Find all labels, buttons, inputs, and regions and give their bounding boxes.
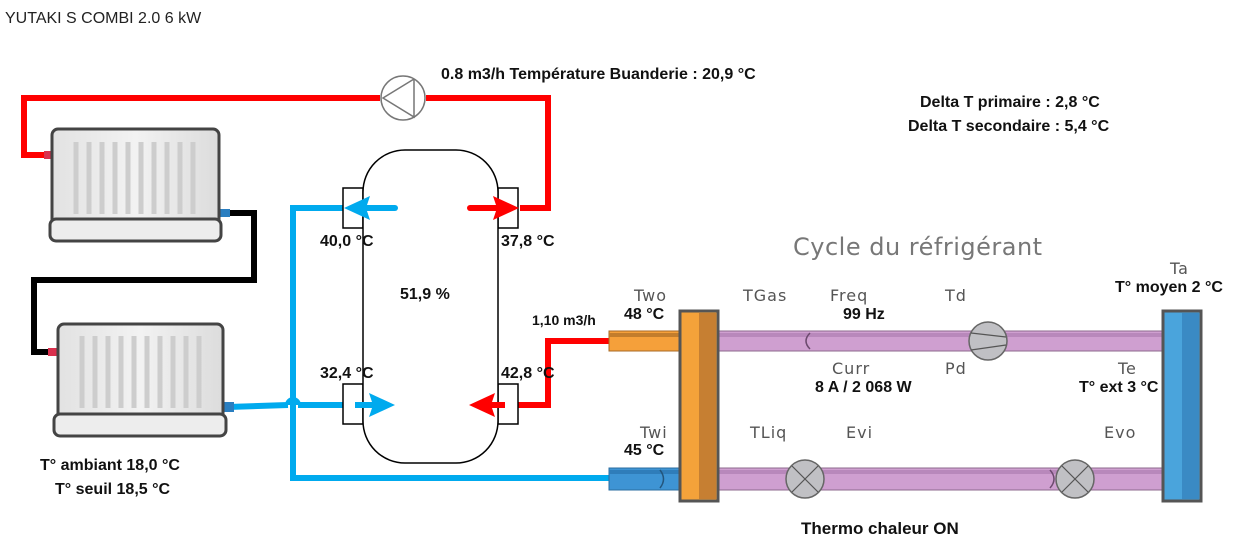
threshold-temperature: T° seuil 18,5 °C xyxy=(55,481,171,498)
delta-primary: Delta T primaire : 2,8 °C xyxy=(920,94,1100,111)
tank-bottom-right-temp: 42,8 °C xyxy=(501,365,555,382)
hot-primary-pipe xyxy=(500,338,611,408)
water-in-pipe xyxy=(608,467,682,491)
tank-flow-arrows xyxy=(344,196,519,417)
circulator-label: 0.8 m3/h Température Buanderie : 20,9 °C xyxy=(441,66,756,83)
te-label: Te xyxy=(1118,359,1137,378)
page-title: YUTAKI S COMBI 2.0 6 kW xyxy=(5,10,202,27)
primary-flow-rate: 1,10 m3/h xyxy=(532,312,596,328)
tank-top-right-temp: 37,8 °C xyxy=(501,233,555,250)
two-value: 48 °C xyxy=(624,306,665,323)
freq-label: Freq xyxy=(830,286,869,305)
expansion-valve-evi-icon xyxy=(785,459,825,499)
radiator-bottom-icon xyxy=(48,322,234,438)
water-out-pipe xyxy=(608,330,682,352)
evo-label: Evo xyxy=(1104,423,1137,442)
circulator-pump-icon xyxy=(380,75,426,121)
heat-exchanger-icon xyxy=(678,309,720,503)
tliq-label: TLiq xyxy=(750,423,788,442)
refrigerant-cycle-title: Cycle du réfrigérant xyxy=(793,233,1043,261)
tank-fill-percent: 51,9 % xyxy=(400,286,450,303)
compressor-icon xyxy=(968,321,1008,361)
tank-top-left-temp: 40,0 °C xyxy=(320,233,374,250)
buffer-tank-icon xyxy=(342,149,519,464)
tgas-label: TGas xyxy=(743,286,788,305)
ta-label: Ta xyxy=(1170,259,1189,278)
twi-label: Twi xyxy=(640,423,668,442)
expansion-valve-evo-icon xyxy=(1055,459,1095,499)
twi-value: 45 °C xyxy=(624,442,665,459)
radiator-link-pipe xyxy=(31,210,257,355)
pd-label: Pd xyxy=(945,359,967,378)
curr-label: Curr xyxy=(832,359,871,378)
radiator-top-icon xyxy=(44,127,230,243)
curr-value: 8 A / 2 068 W xyxy=(815,379,912,396)
refrigerant-pipe-bottom xyxy=(717,467,1165,491)
hot-supply-pipe xyxy=(21,95,551,211)
tank-bottom-left-temp: 32,4 °C xyxy=(320,365,374,382)
outdoor-coil-icon xyxy=(1161,309,1203,503)
thermo-status: Thermo chaleur ON xyxy=(801,519,959,538)
evi-label: Evi xyxy=(846,423,874,442)
te-value: T° ext 3 °C xyxy=(1079,379,1159,396)
refrigerant-pipe-top xyxy=(717,330,1165,352)
delta-secondary: Delta T secondaire : 5,4 °C xyxy=(908,118,1110,135)
ambient-temperature: T° ambiant 18,0 °C xyxy=(40,457,180,474)
two-label: Two xyxy=(634,286,667,305)
td-label: Td xyxy=(945,286,967,305)
ta-value: T° moyen 2 °C xyxy=(1115,279,1223,296)
freq-value: 99 Hz xyxy=(843,306,885,323)
